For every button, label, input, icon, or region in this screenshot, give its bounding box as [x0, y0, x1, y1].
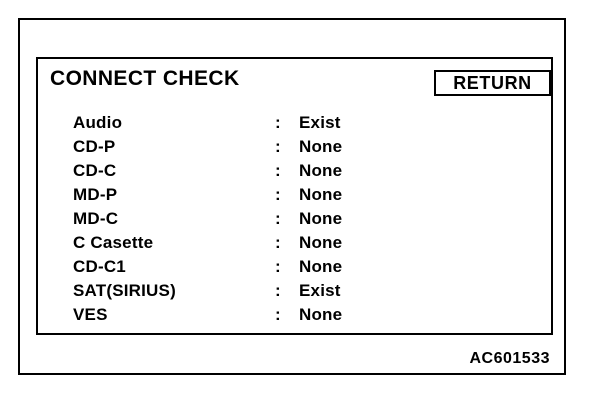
status-row-separator: :: [275, 257, 281, 276]
status-row: VES: None: [38, 303, 551, 327]
status-row-value: None: [299, 209, 343, 228]
status-row-value: None: [299, 233, 343, 252]
status-row-separator: :: [275, 137, 281, 156]
page-title: CONNECT CHECK: [50, 67, 240, 90]
return-button[interactable]: RETURN: [434, 70, 551, 96]
status-row-separator: :: [275, 185, 281, 204]
status-row-value: None: [299, 257, 343, 276]
status-row-separator: :: [275, 305, 281, 324]
status-row: C Casette: None: [38, 231, 551, 255]
status-row: MD-P: None: [38, 183, 551, 207]
status-row-value: None: [299, 137, 343, 156]
status-row-label: Audio: [73, 113, 123, 132]
figure-reference-code: AC601533: [469, 350, 550, 367]
status-row-value: Exist: [299, 113, 341, 132]
status-row-separator: :: [275, 281, 281, 300]
status-row-label: C Casette: [73, 233, 154, 252]
status-row-separator: :: [275, 233, 281, 252]
status-row-label: CD-P: [73, 137, 116, 156]
status-row-value: None: [299, 185, 343, 204]
status-row-separator: :: [275, 161, 281, 180]
status-row: MD-C: None: [38, 207, 551, 231]
return-button-label: RETURN: [453, 73, 532, 93]
status-row-label: VES: [73, 305, 108, 324]
status-row: CD-C: None: [38, 159, 551, 183]
status-row: SAT(SIRIUS): Exist: [38, 279, 551, 303]
status-row-value: None: [299, 305, 343, 324]
status-row-label: CD-C: [73, 161, 117, 180]
status-row-label: CD-C1: [73, 257, 126, 276]
status-row-label: MD-P: [73, 185, 118, 204]
status-row-label: MD-C: [73, 209, 119, 228]
status-row-separator: :: [275, 209, 281, 228]
panel-header: CONNECT CHECK RETURN: [38, 59, 551, 103]
status-row-separator: :: [275, 113, 281, 132]
status-row: CD-P: None: [38, 135, 551, 159]
status-row-value: None: [299, 161, 343, 180]
status-row-value: Exist: [299, 281, 341, 300]
status-row: CD-C1: None: [38, 255, 551, 279]
status-row-label: SAT(SIRIUS): [73, 281, 176, 300]
status-row: Audio: Exist: [38, 111, 551, 135]
